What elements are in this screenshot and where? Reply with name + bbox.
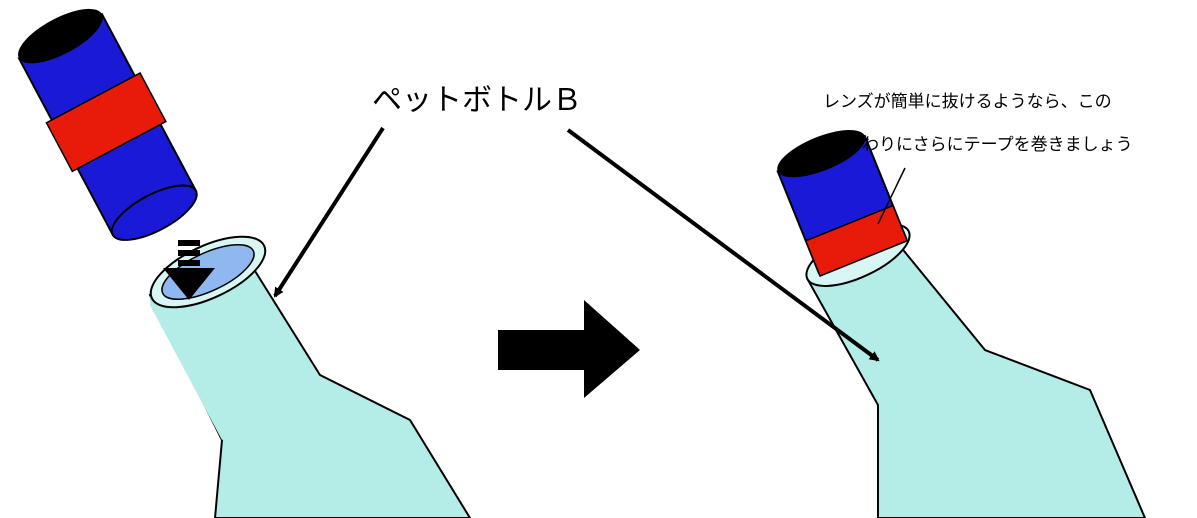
note-pointer-line [877,167,906,225]
right-lens-tube-top [777,130,866,178]
note-line-2: まわりにさらにテープを巻きましょう [845,135,1133,155]
left-bottle [148,235,472,518]
left-lens-tube-bottom [110,184,198,241]
left-tape-band [45,72,167,173]
bottle-label: ペットボトルＢ [372,83,582,118]
label-arrow-right [566,128,880,362]
transition-arrow [498,300,640,398]
right-bottle-body [806,238,1147,518]
right-tape-band [804,204,909,277]
left-bottle-body [148,253,472,518]
note-line-1: レンズが簡単に抜けるようなら、この [823,92,1112,112]
insert-direction-arrow [163,240,215,300]
label-arrow-left [273,126,385,298]
left-bottle-neck [150,290,238,440]
left-lens-tube [17,8,198,241]
left-lens-tube-top [18,8,103,64]
right-lens-tube [776,130,909,277]
